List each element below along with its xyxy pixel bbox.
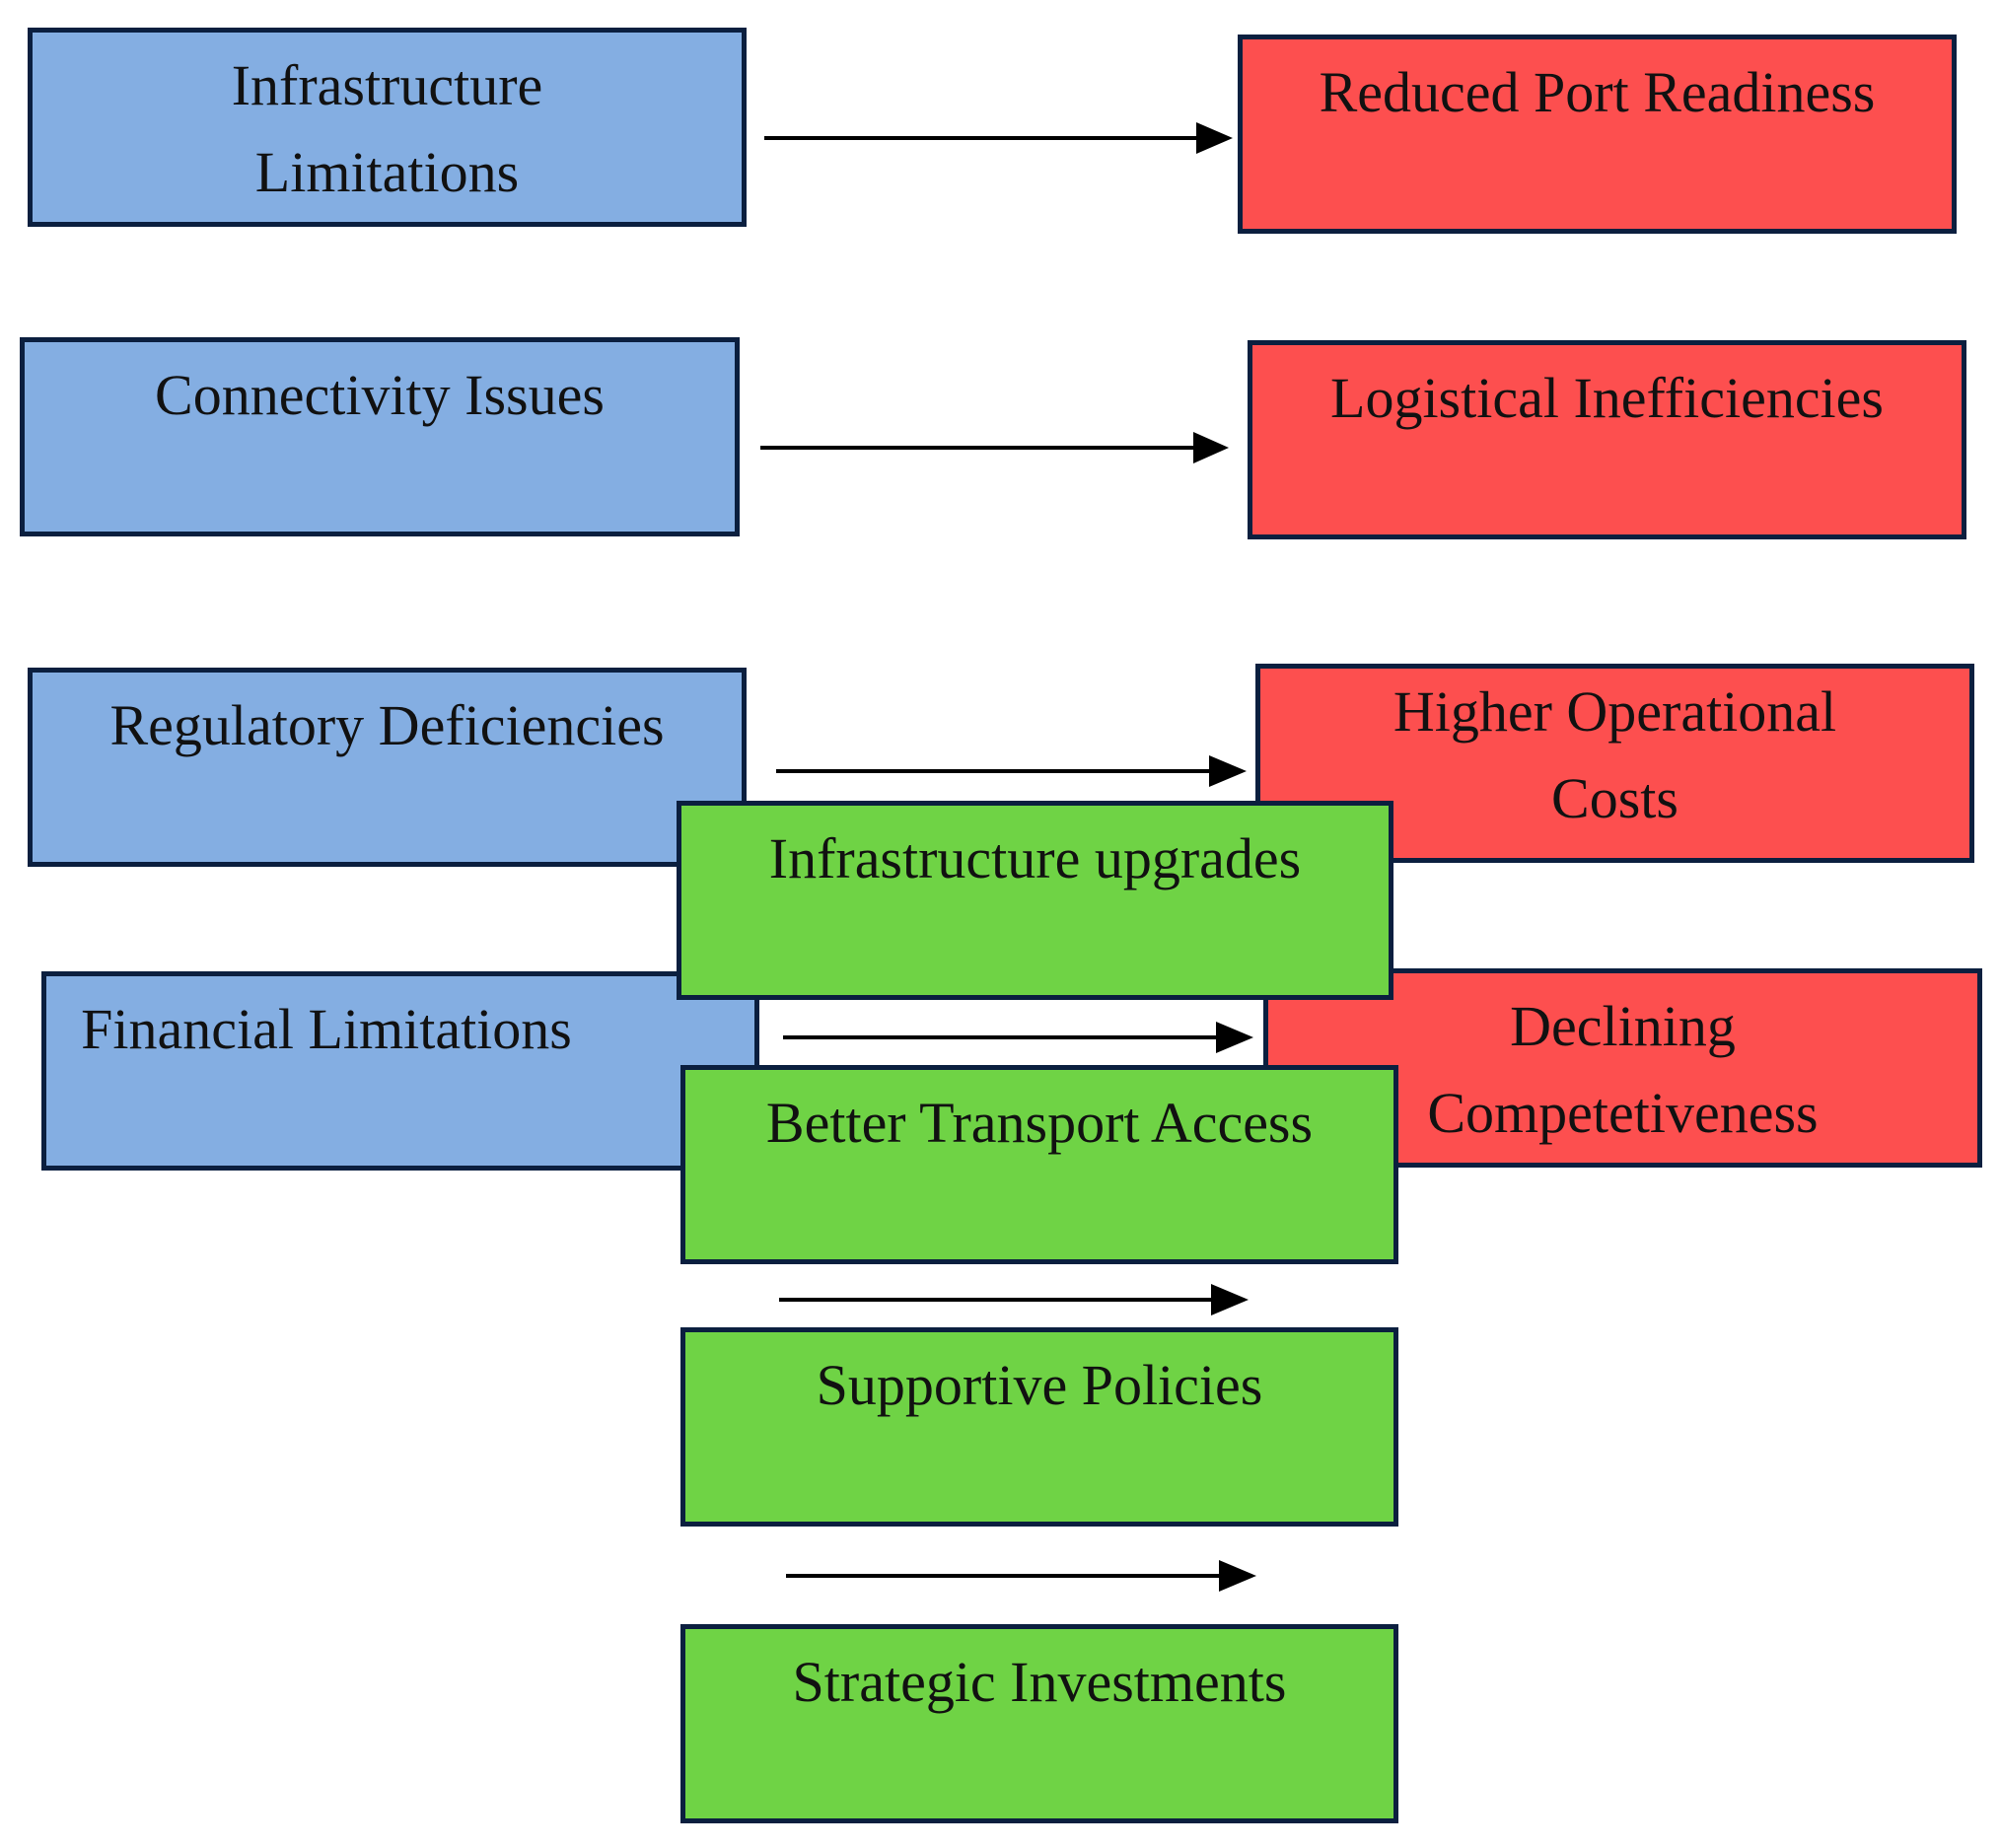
consequence-reduced-port-readiness: Reduced Port Readiness bbox=[1238, 35, 1957, 234]
box-text-line: Reduced Port Readiness bbox=[1319, 60, 1876, 124]
box-text-line: Strategic Investments bbox=[792, 1650, 1287, 1714]
arrow-2 bbox=[760, 432, 1229, 463]
arrow-3 bbox=[776, 755, 1247, 787]
arrow-6 bbox=[786, 1560, 1256, 1592]
box-text-line: Logistical Inefficiencies bbox=[1330, 366, 1884, 430]
arrow-4 bbox=[783, 1022, 1253, 1053]
arrow-1 bbox=[764, 122, 1233, 154]
problem-financial-limitations: Financial Limitations bbox=[41, 971, 759, 1171]
box-text-line: Financial Limitations bbox=[81, 997, 572, 1061]
problem-regulatory-deficiencies: Regulatory Deficiencies bbox=[28, 668, 747, 867]
box-text-line: Better Transport Access bbox=[765, 1091, 1314, 1155]
box-text-line: Supportive Policies bbox=[816, 1353, 1263, 1417]
arrow-5 bbox=[779, 1284, 1249, 1315]
box-text-line: Regulatory Deficiencies bbox=[109, 693, 665, 757]
box-text-line: Declining bbox=[1510, 994, 1736, 1058]
box-text-line: Infrastructure bbox=[231, 53, 543, 117]
box-text-line: Connectivity Issues bbox=[155, 363, 605, 427]
problem-connectivity-issues: Connectivity Issues bbox=[20, 337, 740, 536]
solution-supportive-policies: Supportive Policies bbox=[680, 1327, 1398, 1527]
consequence-logistical-inefficiencies: Logistical Inefficiencies bbox=[1248, 340, 1966, 539]
problem-infrastructure-limitations: Infrastructure Limitations bbox=[28, 28, 747, 227]
box-text-line: Higher Operational bbox=[1393, 679, 1837, 744]
box-text-line: Limitations bbox=[254, 140, 520, 204]
box-text-line: Competetiveness bbox=[1427, 1081, 1819, 1145]
solution-strategic-investments: Strategic Investments bbox=[680, 1624, 1398, 1823]
solution-infrastructure-upgrades: Infrastructure upgrades bbox=[677, 801, 1393, 1000]
box-text-line: Infrastructure upgrades bbox=[768, 826, 1302, 890]
solution-better-transport-access: Better Transport Access bbox=[680, 1065, 1398, 1264]
box-text-line: Costs bbox=[1551, 766, 1679, 830]
